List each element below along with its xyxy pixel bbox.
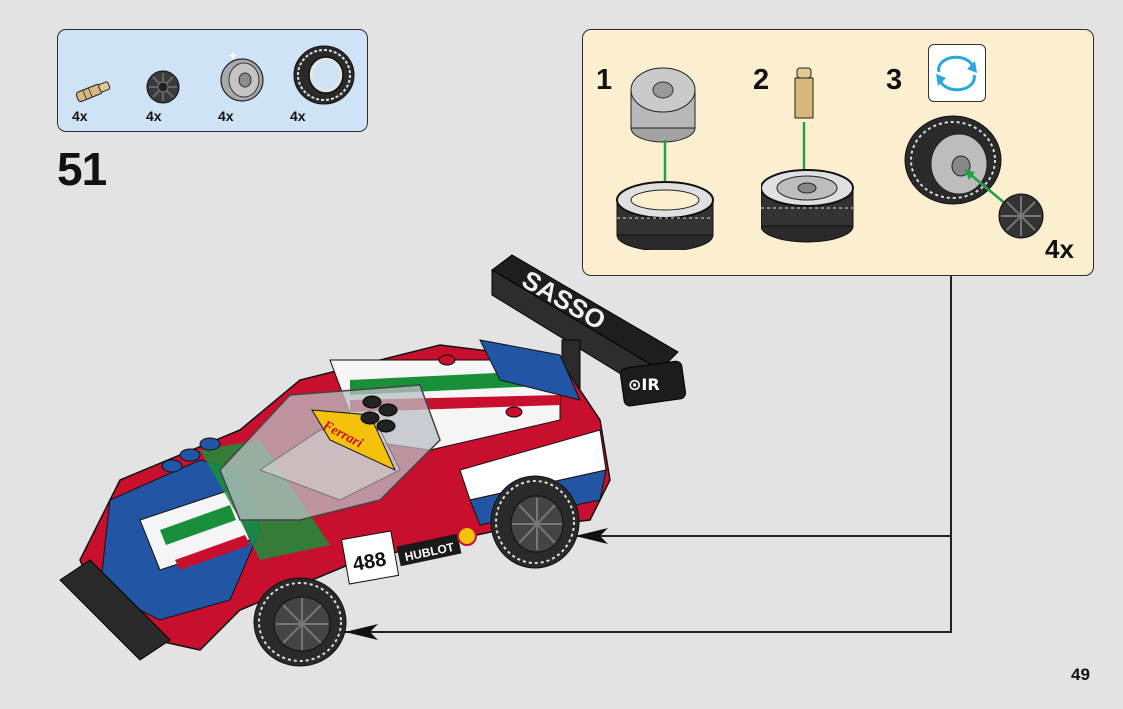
page-number: 49 (1071, 665, 1090, 685)
wing-logo: ⊙IR (628, 375, 660, 394)
rear-wheel (491, 476, 579, 568)
front-wheel (254, 578, 346, 666)
